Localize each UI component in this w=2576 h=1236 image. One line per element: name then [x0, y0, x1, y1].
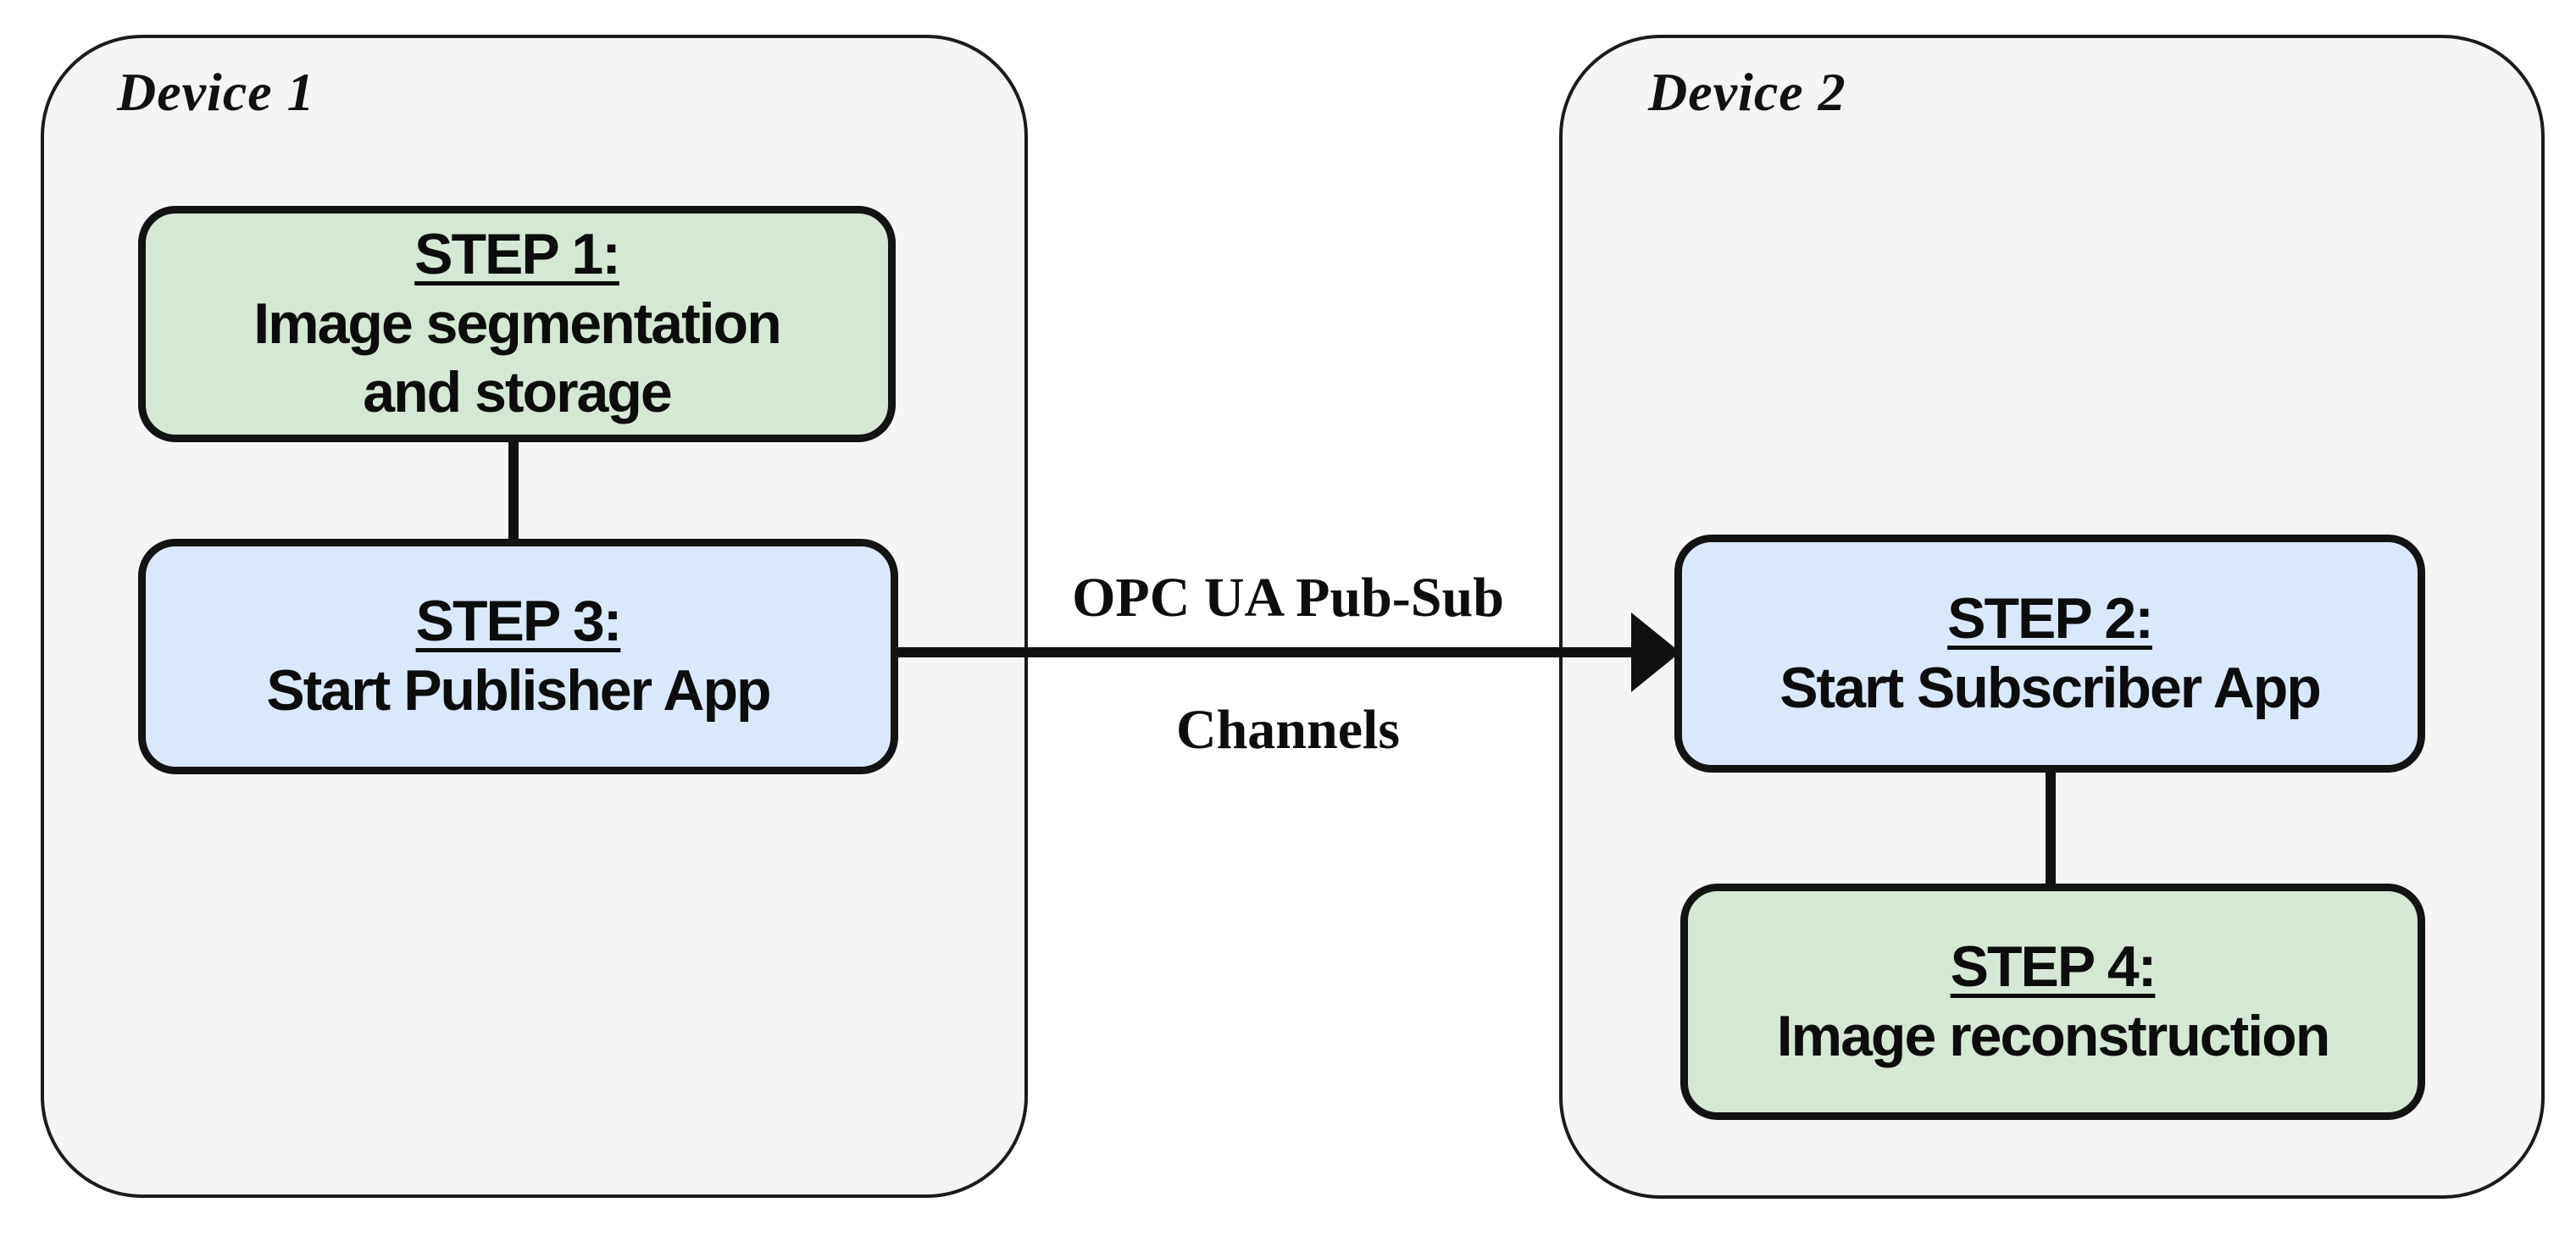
arrow-label-bottom: Channels [1175, 699, 1401, 761]
arrow-head-icon [1631, 612, 1680, 692]
step-4-title: STEP 4: [1950, 934, 2157, 999]
step-4-box: STEP 4: Image reconstruction [1680, 884, 2425, 1120]
pubsub-arrow-line [892, 647, 1638, 657]
arrow-label-top: OPC UA Pub-Sub [1072, 567, 1504, 629]
connector-step1-step3 [508, 439, 519, 544]
step-1-title: STEP 1: [414, 222, 621, 287]
step-2-title: STEP 2: [1947, 585, 2154, 651]
step-1-box: STEP 1: Image segmentation and storage [138, 206, 896, 442]
step-4-line-1: Image reconstruction [1776, 1003, 2330, 1068]
device-2-label: Device 2 [1648, 62, 1846, 122]
step-3-line-1: Start Publisher App [266, 658, 771, 723]
device-1-label: Device 1 [117, 62, 315, 122]
step-1-line-2: and storage [363, 360, 672, 425]
step-3-title: STEP 3: [415, 589, 623, 654]
connector-step2-step4 [2046, 768, 2056, 889]
step-3-box: STEP 3: Start Publisher App [138, 539, 898, 774]
step-2-line-1: Start Subscriber App [1779, 655, 2322, 720]
step-2-box: STEP 2: Start Subscriber App [1674, 535, 2425, 773]
step-1-line-1: Image segmentation [253, 291, 781, 356]
